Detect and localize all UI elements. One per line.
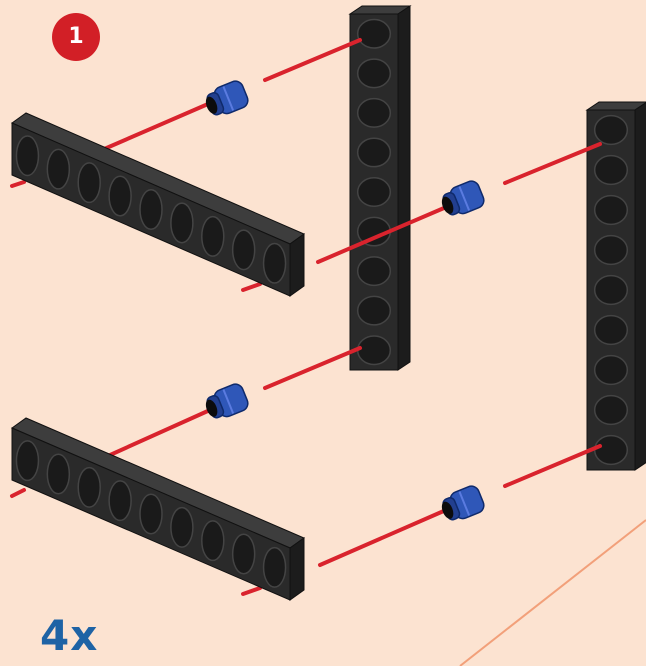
assembly-guide-line	[241, 586, 262, 596]
assembly-guide-line	[86, 102, 210, 158]
connector-peg-icon-3	[205, 383, 249, 419]
page-fold-line	[459, 519, 646, 666]
beam-hole	[593, 434, 629, 466]
step-number-badge: 1	[52, 13, 100, 61]
beam-hole	[170, 202, 194, 244]
beam-hole	[77, 466, 101, 508]
beam-hole	[356, 137, 392, 168]
beam-hole	[593, 234, 629, 266]
assembly-guide-line	[316, 206, 446, 264]
connector-peg-icon-2	[441, 180, 485, 216]
beam-hole	[15, 135, 40, 177]
assembly-guide-line	[318, 508, 448, 567]
assembly-guide-line	[263, 346, 362, 390]
beam-hole	[356, 18, 392, 49]
assembly-guide-line	[263, 38, 362, 82]
diagonal-beam-lower	[10, 417, 306, 601]
quantity-multiplier: 4x	[40, 611, 99, 660]
vertical-beam-right	[585, 101, 646, 471]
beam-hole	[356, 177, 392, 207]
beam-hole	[593, 114, 629, 146]
beam-hole	[356, 97, 392, 128]
beam-hole	[593, 394, 629, 426]
beam-hole	[201, 520, 225, 562]
connector-peg-icon-1	[205, 80, 249, 116]
vertical-beam-center	[348, 5, 412, 371]
beam-hole	[593, 354, 629, 386]
beam-hole	[108, 175, 132, 217]
beam-hole	[356, 256, 392, 287]
beam-hole	[108, 480, 132, 522]
diagonal-beam-upper	[10, 112, 306, 297]
beam-hole	[231, 533, 256, 575]
beam-hole	[77, 162, 101, 204]
beam-hole	[262, 546, 287, 588]
beam-hole	[170, 506, 194, 548]
beam-hole	[356, 58, 392, 89]
beam-hole	[15, 440, 40, 482]
beam-hole	[262, 242, 287, 284]
assembly-guide-line	[10, 488, 26, 498]
beam-hole	[201, 215, 225, 257]
assembly-guide-line	[503, 444, 602, 488]
beam-hole	[593, 154, 629, 186]
beam-hole	[593, 314, 629, 346]
beam-hole	[231, 229, 256, 271]
beam-hole	[46, 148, 71, 190]
beam-hole	[356, 335, 392, 366]
beam-hole	[356, 295, 392, 326]
assembly-guide-line	[503, 142, 602, 185]
beam-hole	[46, 453, 71, 495]
connector-peg-icon-4	[441, 485, 485, 521]
beam-hole	[593, 194, 629, 226]
assembly-guide-line	[241, 282, 262, 292]
beam-hole	[139, 188, 163, 231]
beam-hole	[139, 493, 163, 535]
assembly-guide-line	[10, 180, 26, 188]
beam-hole	[593, 274, 629, 306]
